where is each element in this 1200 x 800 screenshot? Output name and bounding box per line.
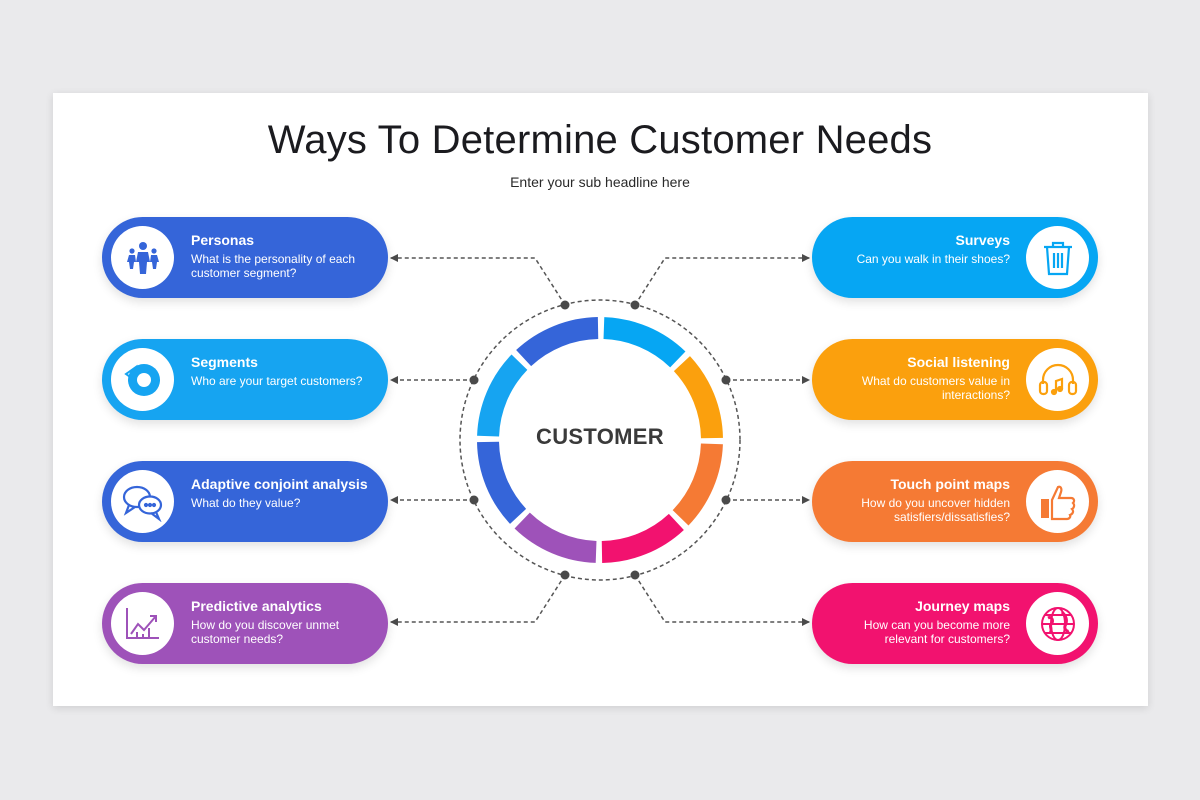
headphones-icon: [1026, 348, 1089, 411]
card-description: How do you uncover hidden satisfiers/dis…: [861, 496, 1010, 524]
ring-segment: [477, 441, 527, 524]
arrow-surveys: [802, 254, 810, 262]
ring-segment: [601, 513, 684, 563]
card-description: What is the personality of each customer…: [191, 252, 356, 280]
arrow-journey: [802, 618, 810, 626]
card-title: Touch point maps: [890, 476, 1010, 492]
card-title: Segments: [191, 354, 258, 370]
connector-personas: [390, 257, 566, 306]
card-touch-point-maps[interactable]: Touch point maps How do you uncover hidd…: [812, 461, 1098, 542]
arrow-personas: [390, 254, 398, 262]
arrow-segments: [390, 376, 398, 384]
ring-segment: [672, 443, 723, 526]
node-dot-adaptive: [469, 495, 479, 505]
card-social-listening[interactable]: Social listening What do customers value…: [812, 339, 1098, 420]
arrow-social: [802, 376, 810, 384]
people-icon: [111, 226, 174, 289]
ring-segment: [477, 354, 528, 437]
page-title: Ways To Determine Customer Needs: [267, 118, 933, 162]
node-dot-personas: [560, 300, 570, 310]
outer-dashed-ring: [459, 299, 741, 581]
node-dot-social: [721, 375, 731, 385]
connector-predictive: [390, 574, 566, 623]
card-title: Predictive analytics: [191, 598, 322, 614]
card-title: Journey maps: [915, 598, 1010, 614]
center-circle: [503, 343, 697, 537]
node-dot-touch: [721, 495, 731, 505]
arrow-adaptive: [390, 496, 398, 504]
page-subtitle: Enter your sub headline here: [510, 174, 690, 190]
node-dot-predictive: [560, 570, 570, 580]
card-description: Can you walk in their shoes?: [856, 252, 1010, 266]
card-description: Who are your target customers?: [191, 374, 363, 388]
card-description: How can you become more relevant for cus…: [863, 618, 1010, 646]
card-title: Social listening: [907, 354, 1010, 370]
ring-segment: [514, 512, 597, 563]
growth-chart-icon: [111, 592, 174, 655]
node-dot-surveys: [630, 300, 640, 310]
customer-ring: [477, 317, 723, 563]
chat-bubbles-icon: [111, 470, 174, 533]
node-dot-segments: [469, 375, 479, 385]
node-dot-journey: [630, 570, 640, 580]
connector-journey: [634, 574, 810, 623]
card-title: Personas: [191, 232, 255, 248]
card-personas[interactable]: Personas What is the personality of each…: [102, 217, 388, 298]
thumbs-up-icon: [1026, 470, 1089, 533]
card-predictive-analytics[interactable]: Predictive analytics How do you discover…: [102, 583, 388, 664]
card-title: Adaptive conjoint analysis: [191, 476, 368, 492]
card-segments[interactable]: Segments Who are your target customers?: [102, 339, 388, 420]
pie-chart-icon: [111, 348, 174, 411]
center-label-customer: CUSTOMER: [536, 424, 664, 449]
card-description: What do customers value in interactions?: [861, 374, 1010, 402]
card-adaptive-conjoint-analysis[interactable]: Adaptive conjoint analysis What do they …: [102, 461, 388, 542]
ring-segment: [673, 356, 723, 439]
card-title: Surveys: [955, 232, 1010, 248]
arrow-touch: [802, 496, 810, 504]
card-surveys[interactable]: Surveys Can you walk in their shoes?: [812, 217, 1098, 298]
ring-segment: [516, 317, 599, 367]
trash-bin-icon: [1026, 226, 1089, 289]
card-description: What do they value?: [191, 496, 301, 510]
arrow-predictive: [390, 618, 398, 626]
card-journey-maps[interactable]: Journey maps How can you become more rel…: [812, 583, 1098, 664]
globe-icon: [1026, 592, 1089, 655]
connector-surveys: [634, 257, 810, 306]
card-description: How do you discover unmet customer needs…: [191, 618, 340, 646]
ring-segment: [603, 317, 686, 368]
